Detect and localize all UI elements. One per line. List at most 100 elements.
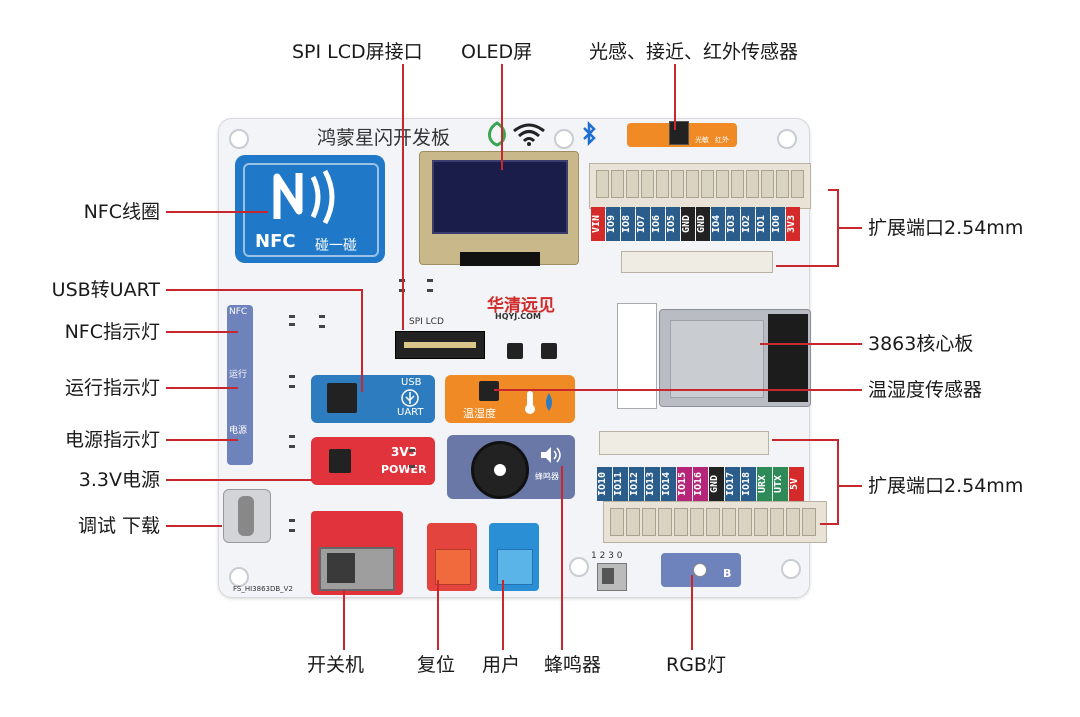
label-core: 3863核心板 (868, 333, 974, 355)
header-pin (776, 170, 789, 198)
temp-humidity-block: 温湿度 (445, 375, 575, 423)
label-expansion-top: 扩展端口2.54mm (868, 217, 1024, 239)
label-usb-uart: USB转UART (51, 279, 160, 301)
label-3v3: 3.3V电源 (78, 469, 160, 491)
user-block (489, 523, 539, 591)
label-rgb: RGB灯 (666, 654, 726, 676)
header-pin (746, 170, 759, 198)
header-pin (770, 508, 784, 536)
power-switch[interactable] (319, 547, 395, 591)
usb-uart-block: USB UART (311, 375, 435, 423)
ic-chip (541, 343, 557, 359)
uart-chip (327, 383, 357, 413)
header-pin (611, 170, 624, 198)
board-title: 鸿蒙星闪开发板 (317, 127, 451, 149)
label-debug: 调试 下载 (77, 515, 160, 537)
leaf-icon (488, 121, 506, 147)
temp-chip (479, 381, 499, 401)
mode-switch[interactable] (597, 563, 627, 591)
leader-line (776, 189, 839, 267)
buzzer (471, 441, 529, 499)
buzzer-block: 蜂鸣器 (447, 435, 575, 499)
sensor-block: 光敏 红外 (627, 121, 737, 147)
temp-text: 温湿度 (463, 407, 496, 420)
header-pin (754, 508, 768, 536)
header-pin (642, 508, 656, 536)
mount-hole (229, 129, 249, 149)
label-expansion-bottom: 扩展端口2.54mm (868, 475, 1024, 497)
bluetooth-icon (583, 121, 596, 147)
header-pin (641, 170, 654, 198)
power-word: POWER (381, 463, 427, 476)
label-nfc-coil: NFC线圈 (83, 201, 160, 223)
rgb-b: B (723, 567, 732, 580)
nfc-icon (273, 169, 335, 225)
label-sensors: 光感、接近、红外传感器 (589, 41, 799, 63)
header-pin (802, 508, 816, 536)
mid-header (599, 431, 769, 455)
header-pin (656, 170, 669, 198)
header-pin (686, 170, 699, 198)
label-reset: 复位 (417, 654, 456, 676)
label-buzzer: 蜂鸣器 (544, 654, 602, 676)
reset-block (427, 523, 477, 591)
reset-button[interactable] (435, 549, 471, 585)
mount-hole (569, 557, 589, 577)
header-pin (716, 170, 729, 198)
header-pin (690, 508, 704, 536)
label-temp: 温湿度传感器 (868, 379, 983, 401)
run-small: 运行 (229, 370, 248, 380)
leader-line (166, 289, 363, 392)
header-pin (626, 508, 640, 536)
nfc-coil: NFC 碰一碰 (235, 155, 385, 263)
header-pin (738, 508, 752, 536)
small-header (621, 251, 773, 273)
header-pin (658, 508, 672, 536)
switch-numbers: 1 2 3 0 (591, 551, 623, 561)
sensor-label: 光敏 (695, 136, 709, 144)
spi-lcd-connector (395, 331, 485, 359)
board-id: FS_HI3863DB_V2 (233, 585, 293, 593)
header-pin (701, 170, 714, 198)
header-pin (786, 508, 800, 536)
header-pin (671, 170, 684, 198)
spi-lcd-text: SPI LCD (409, 317, 444, 327)
header-pin (761, 170, 774, 198)
label-run-led: 运行指示灯 (64, 377, 160, 399)
header-pin (626, 170, 639, 198)
leader-line (772, 439, 839, 525)
sensor-label: 红外 (715, 136, 729, 144)
oled-screen (419, 151, 579, 266)
nfc-text: NFC (255, 231, 296, 252)
speaker-icon (541, 447, 561, 463)
usb-text: USB (401, 377, 422, 388)
header-pin (722, 508, 736, 536)
usb-icon (401, 389, 419, 407)
power-3v3-block: 3V3 POWER (311, 437, 435, 485)
uart-text: UART (397, 407, 424, 418)
user-button[interactable] (497, 549, 533, 585)
label-oled: OLED屏 (461, 41, 533, 63)
uart-switch-label (617, 303, 657, 409)
rgb-block: B (661, 553, 741, 587)
wifi-icon (513, 123, 545, 146)
power-3v3-text: 3V3 (391, 445, 417, 459)
ic-chip (507, 343, 523, 359)
mount-hole (229, 567, 249, 587)
mount-hole (554, 129, 574, 149)
label-nfc-led: NFC指示灯 (64, 321, 160, 343)
nfc-small: NFC (229, 307, 248, 317)
nfc-sub: 碰一碰 (315, 238, 357, 254)
buzzer-small: 蜂鸣器 (535, 472, 559, 481)
usb-c-port[interactable] (223, 489, 271, 543)
label-power-led: 电源指示灯 (64, 429, 160, 451)
label-spi-lcd: SPI LCD屏接口 (292, 41, 423, 63)
header-pin (706, 508, 720, 536)
power-switch-block (311, 511, 403, 595)
label-user: 用户 (482, 654, 521, 676)
brand-name: 华清远见 (487, 296, 555, 316)
header-pin (610, 508, 624, 536)
brand-url: HQYJ.COM (495, 312, 541, 321)
